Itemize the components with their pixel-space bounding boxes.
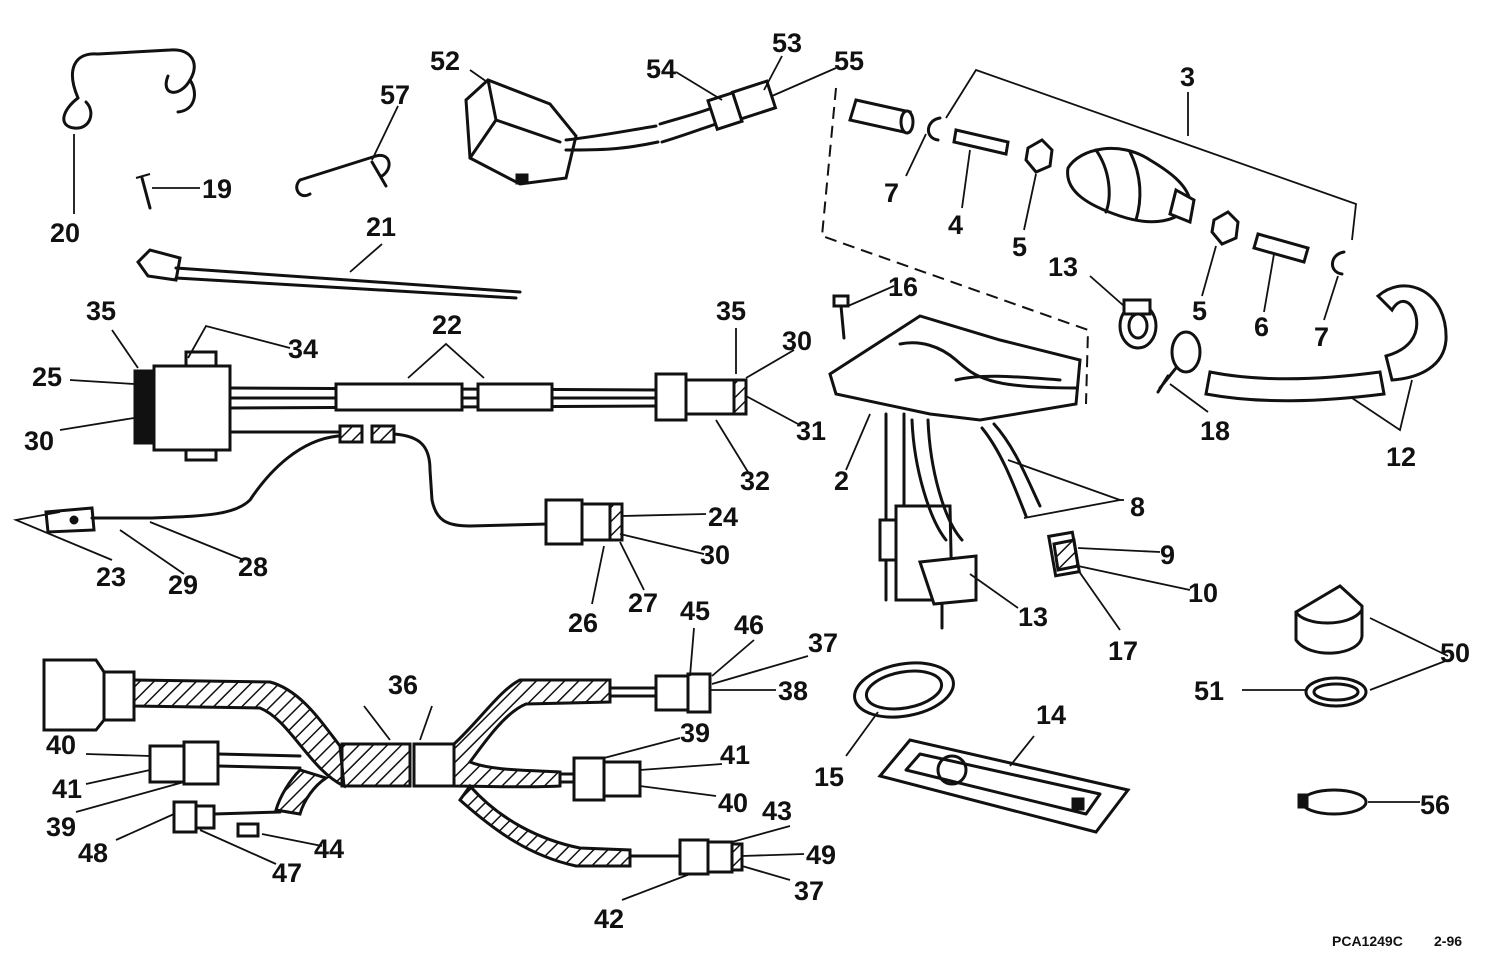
part-hose-clamp-upper: [1118, 298, 1158, 350]
part-gasket-ring: [853, 661, 955, 719]
part-fuel-pickup: [828, 314, 1082, 630]
callout-55: 55: [834, 46, 864, 76]
callout-21: 21: [366, 212, 396, 242]
callout-40-right: 40: [718, 788, 748, 818]
callout-49: 49: [806, 840, 836, 870]
callout-50: 50: [1440, 638, 1470, 668]
callout-7-left: 7: [884, 178, 899, 208]
callout-3: 3: [1180, 62, 1195, 92]
callout-41-left: 41: [52, 774, 82, 804]
part-bolt: [832, 294, 850, 340]
part-harness-lower: [42, 658, 744, 876]
callout-23: 23: [96, 562, 126, 592]
callout-20: 20: [50, 218, 80, 248]
callout-39-right: 39: [680, 718, 710, 748]
drawing-code: PCA1249C: [1332, 933, 1403, 949]
callout-19: 19: [202, 174, 232, 204]
part-harness-connector: [392, 432, 624, 546]
callout-16: 16: [888, 272, 918, 302]
callout-53: 53: [772, 28, 802, 58]
callout-35-left: 35: [86, 296, 116, 326]
part-clamp-screw: [1156, 330, 1202, 394]
callout-42: 42: [594, 904, 624, 934]
callout-44: 44: [314, 834, 344, 864]
callout-30-left: 30: [24, 426, 54, 456]
callout-31: 31: [796, 416, 826, 446]
callout-17: 17: [1108, 636, 1138, 666]
part-primer-bulb-assembly: [848, 98, 1346, 276]
part-connector-cable: [658, 79, 778, 144]
callout-4: 4: [948, 210, 963, 240]
callout-56: 56: [1420, 790, 1450, 820]
callout-41-right: 41: [720, 740, 750, 770]
callout-51: 51: [1194, 676, 1224, 706]
callout-24: 24: [708, 502, 738, 532]
callout-25: 25: [32, 362, 62, 392]
part-gasket-plate: [877, 738, 1131, 834]
callout-36: 36: [388, 670, 418, 700]
callout-6: 6: [1254, 312, 1269, 342]
part-control-unit: [464, 78, 660, 186]
callout-18: 18: [1200, 416, 1230, 446]
callout-46: 46: [734, 610, 764, 640]
callout-30-mid: 30: [700, 540, 730, 570]
callout-43: 43: [762, 796, 792, 826]
callout-26: 26: [568, 608, 598, 638]
callout-30-upper-right: 30: [782, 326, 812, 356]
callout-13-lower: 13: [1018, 602, 1048, 632]
callout-34: 34: [288, 334, 318, 364]
part-fuel-hose: [1204, 284, 1448, 403]
part-tank-cap: [1294, 584, 1368, 708]
callout-12: 12: [1386, 442, 1416, 472]
callout-8: 8: [1130, 492, 1145, 522]
callout-37-lower: 37: [794, 876, 824, 906]
callout-45: 45: [680, 596, 710, 626]
callout-29: 29: [168, 570, 198, 600]
part-retainer-clip: [62, 48, 196, 130]
callout-28: 28: [238, 552, 268, 582]
callout-14: 14: [1036, 700, 1066, 730]
callout-54: 54: [646, 54, 676, 84]
callout-numbers: 3 52 53 54 55 57 19 20 7 4 5 13 5 6 7 16…: [24, 28, 1470, 949]
callout-22: 22: [432, 310, 462, 340]
callout-5-right: 5: [1192, 296, 1207, 326]
callout-2: 2: [834, 466, 849, 496]
callout-37-upper: 37: [808, 628, 838, 658]
part-fuel-filter: [1046, 530, 1082, 578]
callout-57: 57: [380, 80, 410, 110]
drawing-revision: 2-96: [1434, 933, 1462, 949]
callout-39-left: 39: [46, 812, 76, 842]
callout-32: 32: [740, 466, 770, 496]
callout-10: 10: [1188, 578, 1218, 608]
assembly-group-outline: [820, 87, 1090, 405]
part-screw-small: [135, 173, 152, 210]
part-clip: [295, 153, 391, 197]
callout-15: 15: [814, 762, 844, 792]
callout-47: 47: [272, 858, 302, 888]
callout-40-left: 40: [46, 730, 76, 760]
part-cable-tie: [136, 248, 522, 300]
callout-7-right: 7: [1314, 322, 1329, 352]
callout-48: 48: [78, 838, 108, 868]
callout-13-upper: 13: [1048, 252, 1078, 282]
callout-35-right: 35: [716, 296, 746, 326]
callout-27: 27: [628, 588, 658, 618]
part-ground-lead: [44, 424, 396, 534]
callout-52: 52: [430, 46, 460, 76]
callout-5-left: 5: [1012, 232, 1027, 262]
callout-38: 38: [778, 676, 808, 706]
leader-lines: [12, 55, 1449, 901]
callout-9: 9: [1160, 540, 1175, 570]
part-band-clamp: [1297, 788, 1368, 816]
part-harness-upper: [133, 350, 748, 462]
